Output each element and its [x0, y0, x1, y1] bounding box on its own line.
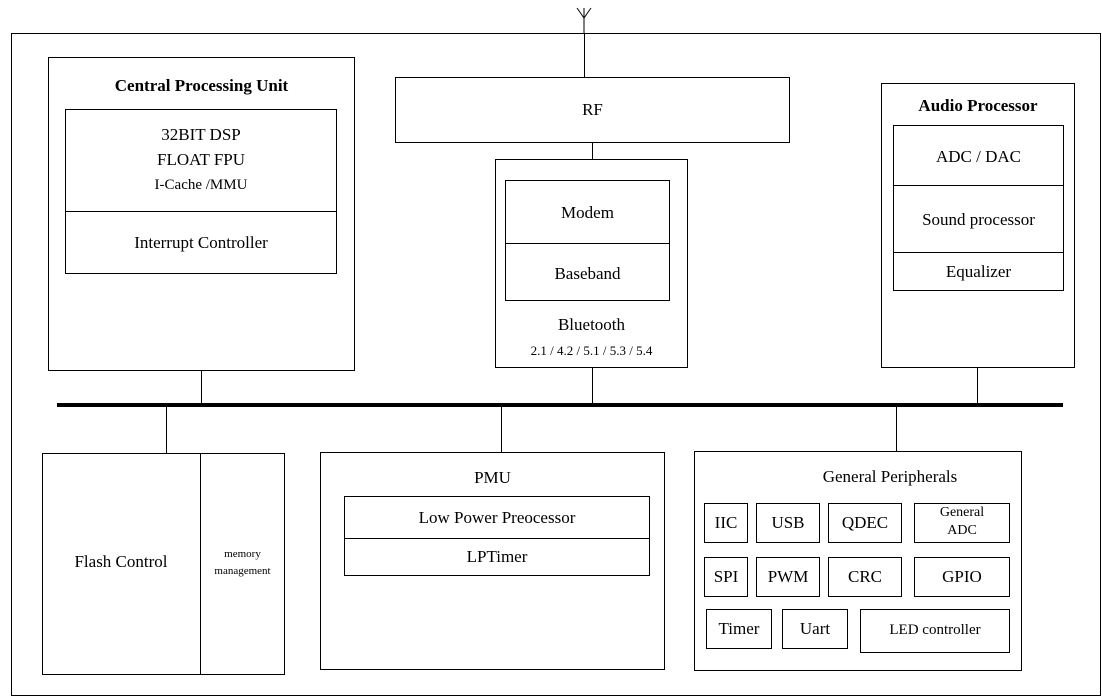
sound-processor-label: Sound processor	[922, 210, 1035, 229]
peripherals-title: General Peripherals	[822, 467, 958, 486]
audio-divider-2	[893, 252, 1064, 253]
gpio-box	[914, 557, 1010, 597]
flash-bus-connector	[166, 407, 167, 453]
flash-divider	[200, 453, 201, 675]
pwm-label: PWM	[767, 567, 809, 586]
cpu-fpu-label: FLOAT FPU	[156, 150, 246, 169]
peripherals-bus-connector	[896, 407, 897, 451]
rf-label: RF	[582, 100, 603, 119]
cpu-title: Central Processing Unit	[114, 76, 289, 95]
general-adc-label-2: ADC	[947, 523, 977, 538]
spi-label: SPI	[713, 567, 739, 586]
pwm-box	[756, 557, 820, 597]
modem-divider	[505, 243, 670, 244]
audio-bus-connector	[977, 368, 978, 403]
modem-label: Modem	[561, 203, 614, 222]
baseband-label: Baseband	[554, 264, 621, 283]
uart-box	[782, 609, 848, 649]
interrupt-controller-label: Interrupt Controller	[134, 233, 268, 252]
spi-box	[704, 557, 748, 597]
rf-block	[395, 77, 790, 143]
bluetooth-bus-connector	[592, 368, 593, 403]
usb-label: USB	[771, 513, 805, 532]
bluetooth-versions: 2.1 / 4.2 / 5.1 / 5.3 / 5.4	[530, 343, 653, 358]
memory-management-label-1: memory	[224, 548, 261, 560]
general-adc-label-1: General	[939, 505, 985, 520]
modem-baseband-box	[505, 180, 670, 301]
audio-inner-box	[893, 125, 1064, 291]
general-adc-box	[914, 503, 1010, 543]
led-controller-box	[860, 609, 1010, 653]
antenna-icon	[576, 7, 592, 34]
flash-block	[42, 453, 285, 675]
cpu-divider	[65, 211, 337, 212]
cpu-dsp-label: 32BIT DSP	[161, 125, 241, 144]
antenna-to-rf-line	[584, 33, 585, 77]
crc-box	[828, 557, 902, 597]
iic-box	[704, 503, 748, 543]
timer-box	[706, 609, 772, 649]
pmu-bus-connector	[501, 407, 502, 452]
lptimer-label: LPTimer	[466, 547, 528, 566]
flash-control-label: Flash Control	[74, 552, 168, 571]
audio-title: Audio Processor	[918, 96, 1038, 115]
adc-dac-label: ADC / DAC	[935, 147, 1021, 166]
pmu-inner-box	[344, 496, 650, 576]
equalizer-label: Equalizer	[945, 262, 1012, 281]
low-power-processor-label: Low Power Preocessor	[418, 508, 576, 527]
uart-label: Uart	[799, 619, 831, 638]
usb-box	[756, 503, 820, 543]
led-controller-label: LED controller	[889, 622, 981, 638]
pmu-divider	[344, 538, 650, 539]
cpu-core-box	[65, 109, 337, 274]
iic-label: IIC	[714, 513, 738, 532]
qdec-box	[828, 503, 902, 543]
cpu-bus-connector	[201, 371, 202, 403]
bluetooth-label: Bluetooth	[557, 315, 626, 334]
audio-divider-1	[893, 185, 1064, 186]
gpio-label: GPIO	[942, 567, 982, 586]
memory-management-label-2: management	[214, 565, 271, 577]
crc-label: CRC	[847, 567, 883, 586]
rf-to-bluetooth-line	[592, 143, 593, 159]
timer-label: Timer	[718, 619, 760, 638]
cpu-cache-label: I-Cache /MMU	[154, 177, 248, 193]
system-bus	[57, 403, 1063, 407]
pmu-title: PMU	[474, 468, 511, 487]
qdec-label: QDEC	[841, 513, 889, 532]
